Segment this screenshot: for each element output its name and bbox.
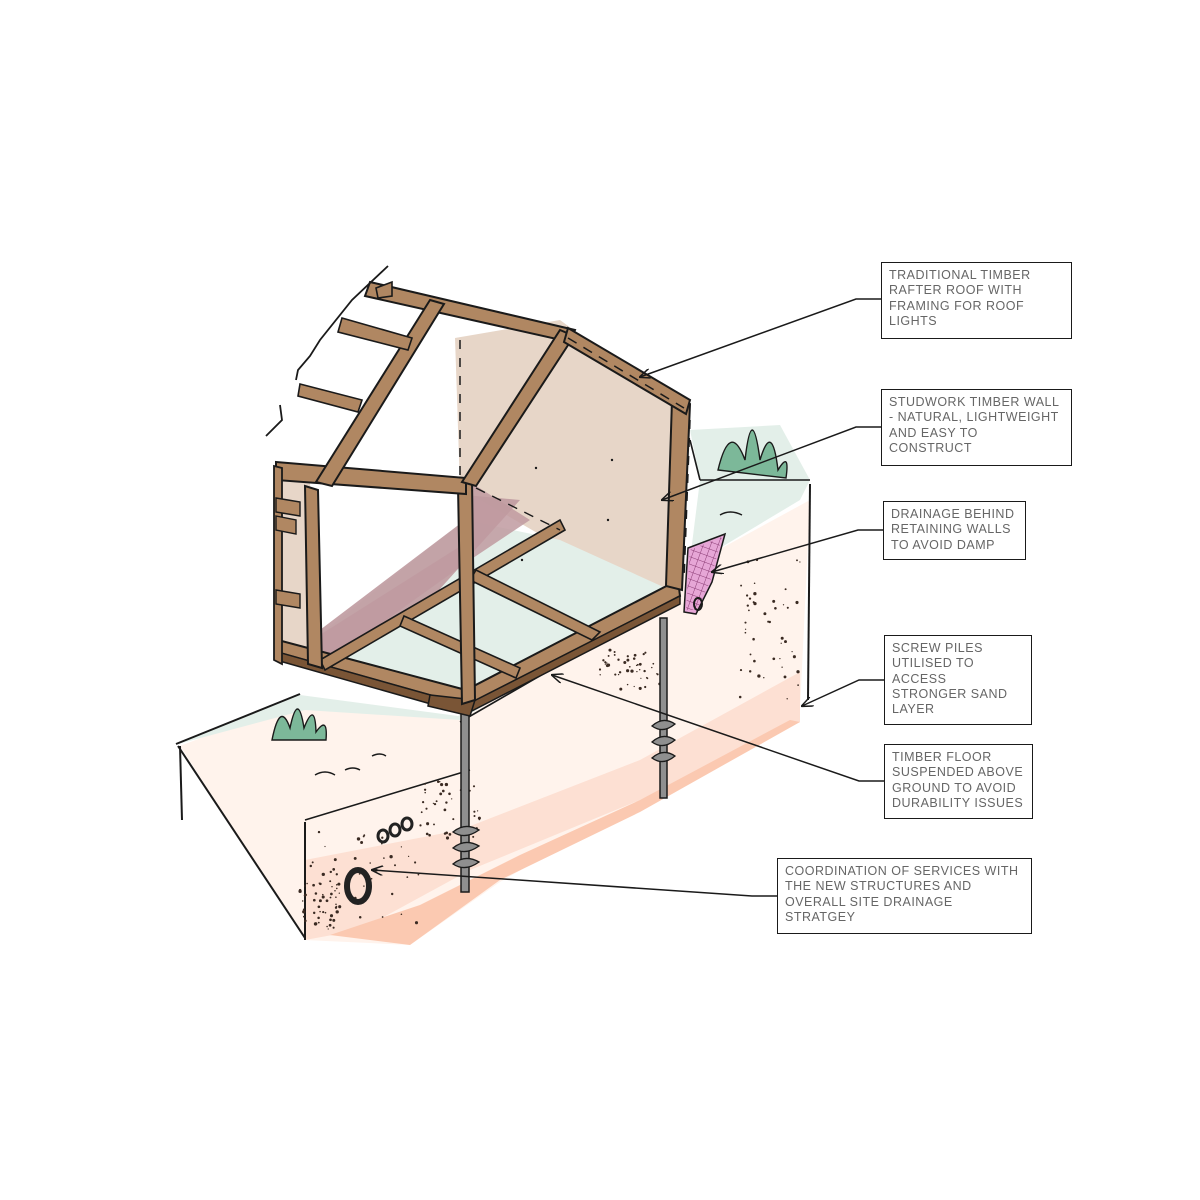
screw-piles [451,617,677,893]
callout-wall-text: STUDWORK TIMBER WALL - NATURAL, LIGHTWEI… [889,395,1059,455]
callout-piles: SCREW PILES UTILISED TO ACCESS STRONGER … [884,635,1032,725]
leader-lines [372,298,884,897]
callout-wall: STUDWORK TIMBER WALL - NATURAL, LIGHTWEI… [881,389,1072,466]
timber-frame-building [265,265,692,717]
callout-services-text: COORDINATION OF SERVICES WITH THE NEW ST… [785,864,1019,924]
callout-roof-text: TRADITIONAL TIMBER RAFTER ROOF WITH FRAM… [889,268,1031,328]
callout-drainage-text: DRAINAGE BEHIND RETAINING WALLS TO AVOID… [891,507,1015,552]
callout-roof: TRADITIONAL TIMBER RAFTER ROOF WITH FRAM… [881,262,1072,339]
callout-piles-text: SCREW PILES UTILISED TO ACCESS STRONGER … [892,641,1008,717]
callout-drainage: DRAINAGE BEHIND RETAINING WALLS TO AVOID… [883,501,1026,560]
callout-floor: TIMBER FLOOR SUSPENDED ABOVE GROUND TO A… [884,744,1033,819]
grass-tuft-back [717,429,788,479]
callout-floor-text: TIMBER FLOOR SUSPENDED ABOVE GROUND TO A… [892,750,1024,810]
drainage-membrane [683,532,727,615]
callout-services: COORDINATION OF SERVICES WITH THE NEW ST… [777,858,1032,934]
grass-tuft-front [271,708,327,741]
